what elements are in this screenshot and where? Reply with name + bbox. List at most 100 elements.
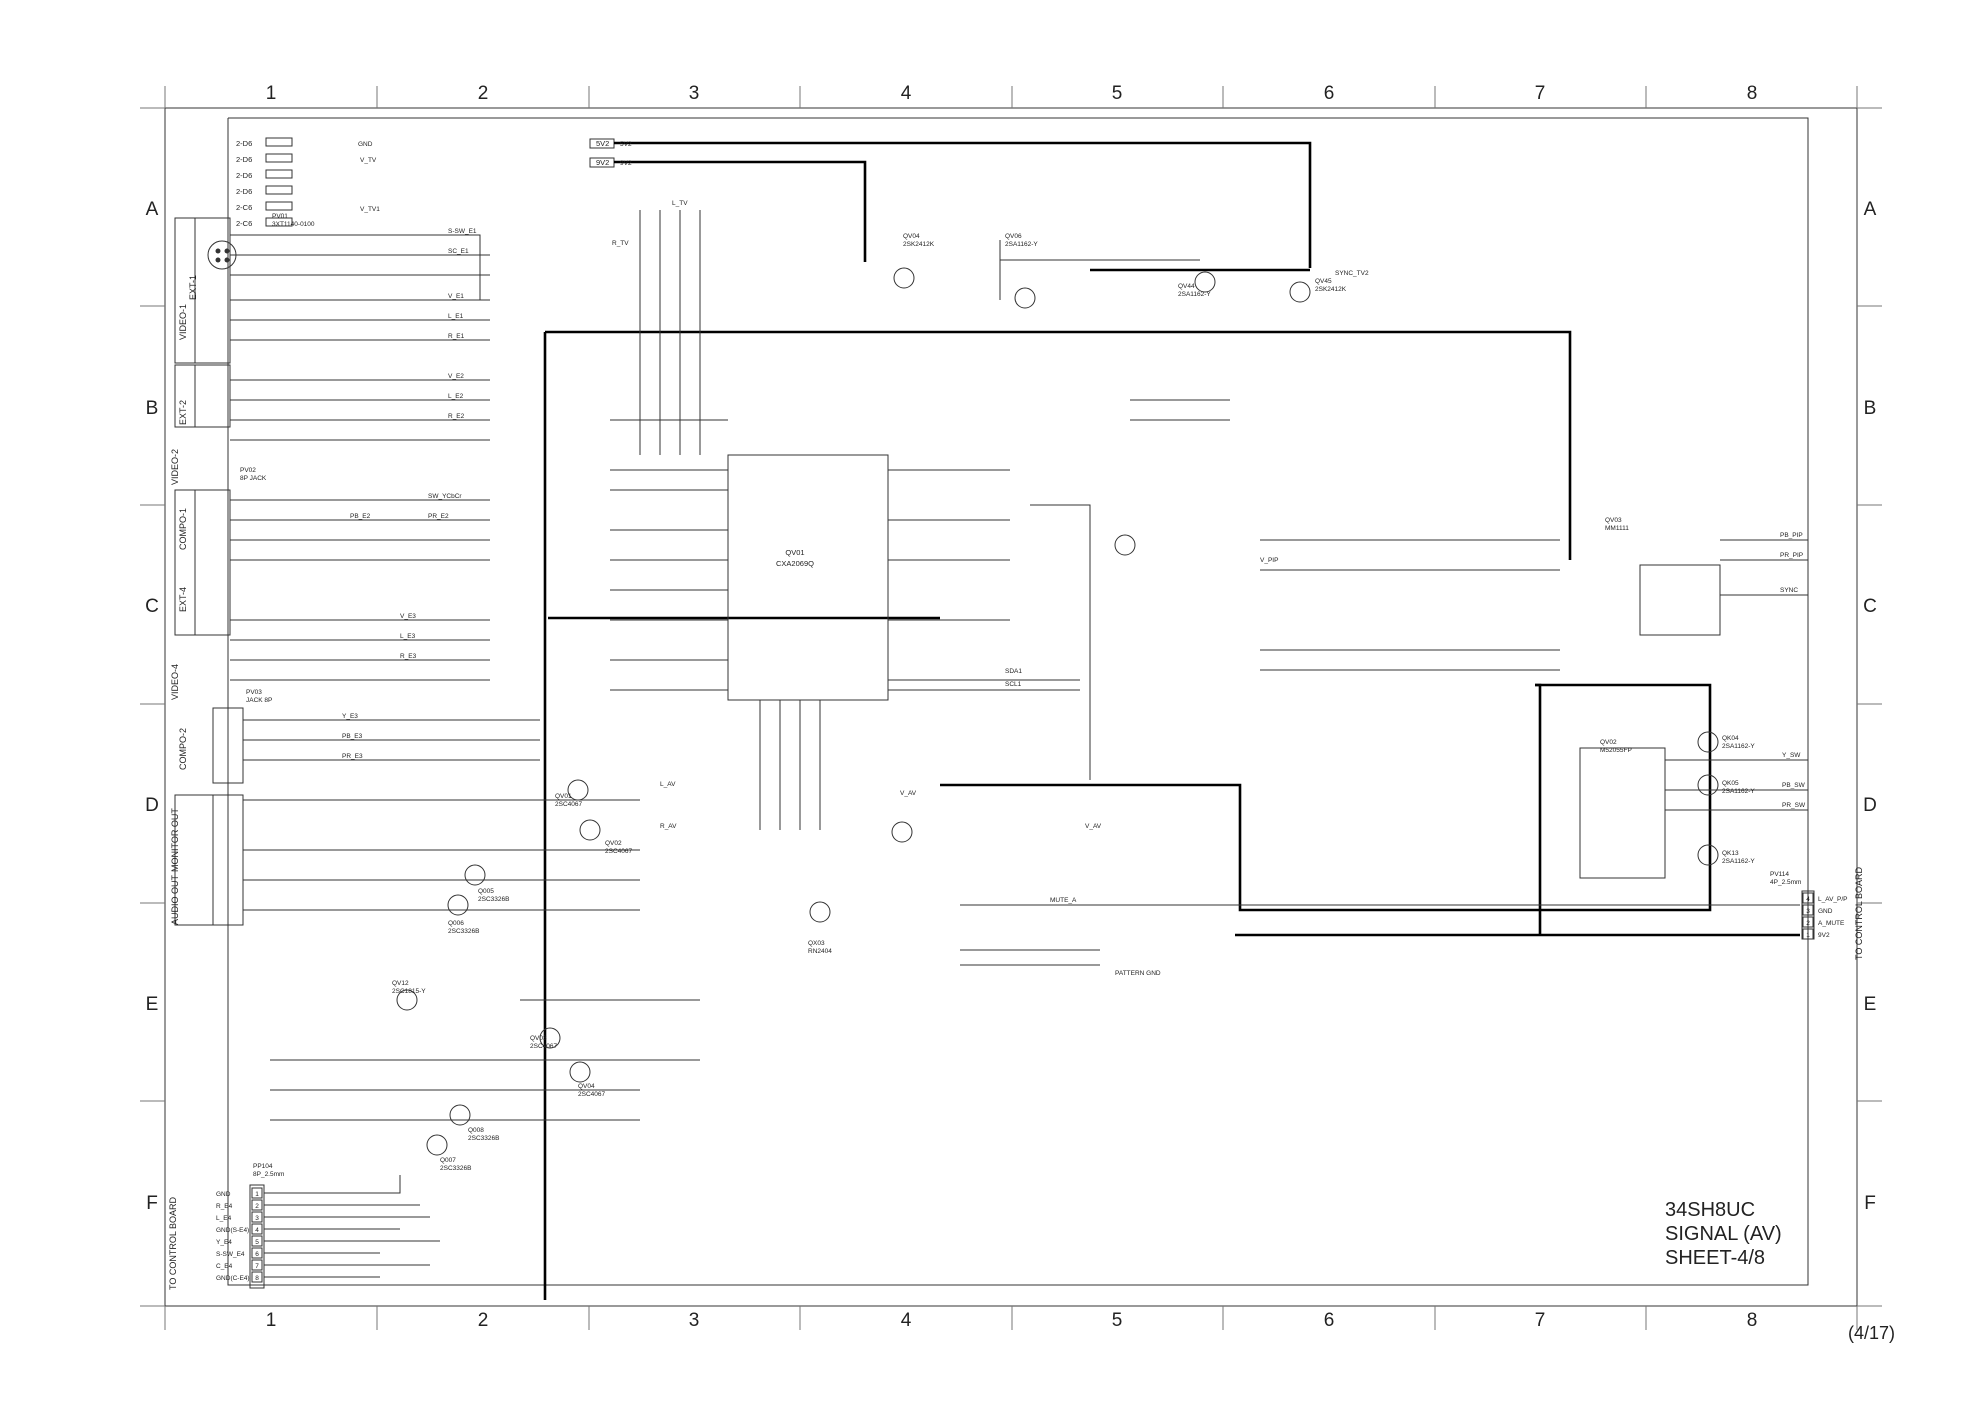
net-label-1: GND: [358, 141, 373, 148]
grid-row-e-left: E: [146, 994, 159, 1015]
grid-col-6-top: 6: [1324, 83, 1335, 104]
net-label-29: SYNC_TV2: [1335, 270, 1369, 277]
q-label-12-part: 2SC3326B: [468, 1135, 499, 1142]
sheet-title: SIGNAL (AV): [1665, 1223, 1782, 1245]
label-video1: VIDEO-1: [178, 304, 188, 340]
q-label-5-part: 2SC4067: [555, 801, 582, 808]
net-label-3: V_TV1: [360, 206, 380, 213]
bottom-pin-6-label: S-SW_E4: [216, 1251, 245, 1258]
net-label-12: L_E2: [448, 393, 464, 400]
grid-col-7-top: 7: [1535, 83, 1546, 104]
q-label-2-ref: QV45: [1315, 278, 1332, 285]
q-label-6-ref: QV02: [605, 840, 622, 847]
grid-col-5-top: 5: [1112, 83, 1123, 104]
label-compo2: COMPO-2: [178, 728, 188, 770]
control-ref: PP104: [253, 1163, 273, 1170]
offpage-ref-4: 2-D6: [236, 187, 252, 196]
grid-row-d-left: D: [145, 795, 159, 816]
control-part: 8P_2.5mm: [253, 1171, 284, 1178]
bottom-pin-1-label: GND: [216, 1191, 231, 1198]
bottom-pin-6-num: 6: [255, 1251, 259, 1258]
net-label-21: PB_E3: [342, 733, 363, 740]
q-label-7-part: 2SC4067: [530, 1043, 557, 1050]
right-pin-1-num: 1: [1806, 932, 1810, 939]
supply-rails: [543, 138, 1800, 1300]
net-label-30: PB_PIP: [1780, 532, 1803, 539]
grid-row-e-right: E: [1864, 994, 1877, 1015]
bottom-pin-7-num: 7: [255, 1263, 259, 1270]
sheet-number: SHEET-4/8: [1665, 1247, 1766, 1269]
pv02-ref: PV02: [240, 467, 256, 474]
ic-reg-body: [1639, 564, 1721, 636]
label-monitor-out: MONITOR OUT: [170, 808, 180, 872]
q-label-1-part: 2SK2412K: [903, 241, 935, 248]
label-video2: VIDEO-2: [170, 449, 180, 485]
net-label-10: R_E1: [448, 333, 465, 340]
net-label-5: R_TV: [612, 240, 629, 247]
bottom-connector-wires: [264, 1175, 440, 1278]
label-ext2: EXT-2: [178, 400, 188, 425]
label-to-control-board-left: TO CONTROL BOARD: [168, 1196, 178, 1290]
ic-reg-part: MM1111: [1605, 525, 1629, 532]
grid-col-5-bottom: 5: [1112, 1310, 1123, 1331]
offpage-ref-2: 2-D6: [236, 155, 252, 164]
grid-row-f-right: F: [1864, 1193, 1876, 1214]
q-label-6-part: 2SC4067: [605, 848, 632, 855]
q-label-5-ref: QV01: [555, 793, 572, 800]
supply-9v2: 9V2: [596, 158, 609, 167]
grid-col-3-bottom: 3: [689, 1310, 700, 1331]
grid-col-8-bottom: 8: [1747, 1310, 1758, 1331]
bottom-pin-7-label: C_E4: [216, 1263, 233, 1270]
label-video4: VIDEO-4: [170, 664, 180, 700]
net-label-34: PB_SW: [1782, 782, 1806, 789]
model-number: 34SH8UC: [1665, 1199, 1756, 1221]
grid-col-4-bottom: 4: [901, 1310, 912, 1331]
net-label-11: V_E2: [448, 373, 464, 380]
grid-row-c-right: C: [1863, 596, 1877, 617]
q-label-12-ref: Q008: [468, 1127, 484, 1134]
net-label-4: L_TV: [672, 200, 688, 207]
q-label-15-ref: QK04: [1722, 735, 1739, 742]
net-label-33: Y_SW: [1782, 752, 1801, 759]
q-label-2-part: 2SK2412K: [1315, 286, 1347, 293]
page-number: (4/17): [1848, 1323, 1896, 1343]
right-pin-3-label: GND: [1818, 908, 1833, 915]
bottom-pin-3-label: L_E4: [216, 1215, 232, 1222]
pv02-part: 8P JACK: [240, 475, 267, 482]
ic-main-part: CXA2069Q: [776, 559, 814, 568]
grid-row-b-left: B: [146, 398, 159, 419]
right-pin-2-num: 2: [1806, 920, 1810, 927]
net-label-2: V_TV: [360, 157, 377, 164]
net-label-32: SYNC: [1780, 587, 1798, 594]
right-pin-3-num: 3: [1806, 908, 1810, 915]
offpage-ref-5: 2-C6: [236, 203, 252, 212]
bottom-pin-8-num: 8: [255, 1275, 259, 1282]
net-label-17: V_E3: [400, 613, 416, 620]
bottom-pin-2-num: 2: [255, 1203, 259, 1210]
ic-switch-body: [1579, 747, 1666, 879]
grid-col-1-bottom: 1: [266, 1310, 277, 1331]
title-block: 34SH8UC SIGNAL (AV) SHEET-4/8: [1665, 1198, 1965, 1270]
inner-border: [227, 117, 1809, 1286]
q-label-4-ref: QV44: [1178, 283, 1195, 290]
grid-row-d-right: D: [1863, 795, 1877, 816]
net-label-40: PATTERN GND: [1115, 970, 1161, 977]
q-label-15-part: 2SA1162-Y: [1722, 743, 1755, 750]
grid-ticks: [140, 86, 1882, 1330]
grid-row-c-left: C: [145, 596, 159, 617]
q-label-13-part: 2SC1815-Y: [392, 988, 426, 995]
net-label-16: PR_E2: [428, 513, 449, 520]
grid-row-a-left: A: [146, 199, 159, 220]
net-label-6: S-SW_E1: [448, 228, 477, 235]
bottom-pin-5-label: Y_E4: [216, 1239, 232, 1246]
q-label-7-ref: QV03: [530, 1035, 547, 1042]
net-label-31: PR_PIP: [1780, 552, 1803, 559]
net-label-14: SW_YCbCr: [428, 493, 462, 500]
q-label-11-ref: Q007: [440, 1157, 456, 1164]
grid-col-2-top: 2: [478, 83, 489, 104]
label-to-control-board-right: TO CONTROL BOARD: [1854, 866, 1864, 960]
right-pin-2-label: A_MUTE: [1818, 920, 1845, 927]
ic-switch-ref: QV02: [1600, 739, 1617, 746]
signal-wiring: [230, 210, 1808, 1121]
q-label-13-ref: QV12: [392, 980, 409, 987]
